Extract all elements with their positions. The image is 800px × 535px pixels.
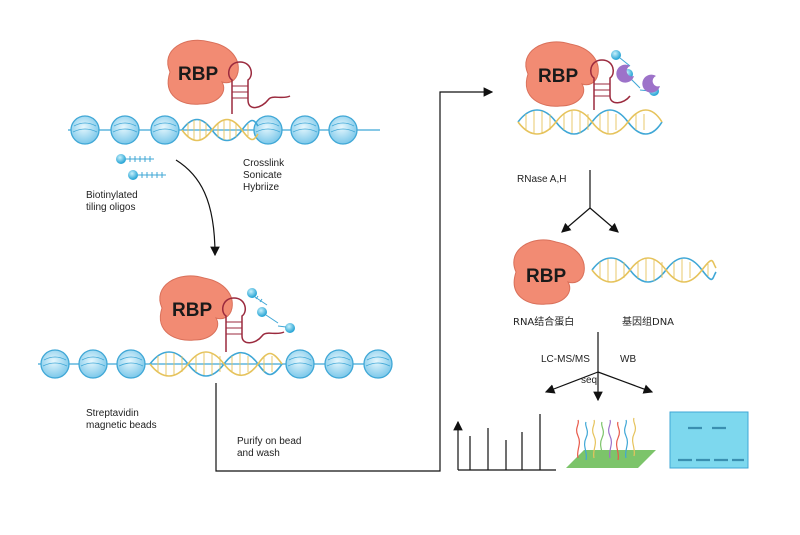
- rna-hairpin-icon: [221, 297, 285, 352]
- nucleosome-icon: [116, 349, 146, 379]
- dna-helix-icon: [591, 257, 717, 283]
- sonicate-label: Sonicate: [243, 170, 282, 181]
- split-arrow: [561, 170, 619, 233]
- seq-label: seq: [581, 375, 597, 386]
- nucleosome-icon: [285, 349, 315, 379]
- step-arrow-1: [175, 159, 220, 257]
- oligo-label-2: tiling oligos: [86, 202, 135, 213]
- rbp-blob-icon: RBP: [525, 41, 599, 107]
- rbp-blob-icon: RBP: [513, 239, 585, 305]
- rbp-label: RBP: [526, 266, 566, 287]
- rbp-label: RBP: [172, 300, 212, 321]
- nucleosome-icon: [78, 349, 108, 379]
- dna-label: 基因组DNA: [622, 315, 674, 328]
- nucleosome-icon: [328, 115, 358, 145]
- streptavidin-bead-icon: [140, 390, 160, 400]
- rbp-label: RBP: [178, 64, 218, 85]
- wb-label: WB: [620, 354, 636, 365]
- rna-hairpin-icon: [227, 61, 291, 114]
- protein-label: RNA结合蛋白: [513, 315, 574, 328]
- beads-label-1: Streptavidin: [86, 408, 139, 419]
- nucleosome-row-1: [70, 115, 358, 145]
- lcms-label: LC-MS/MS: [541, 354, 590, 365]
- sequencing-reads-icon: [566, 417, 656, 468]
- oligo-label-1: Biotinylated: [86, 190, 138, 201]
- method-arrows: [544, 332, 654, 402]
- biotin-oligo-icon: [116, 154, 166, 180]
- step-arrow-2: [215, 87, 494, 472]
- mass-spec-peaks-icon: [453, 414, 556, 471]
- purify-label-2: and wash: [237, 448, 280, 459]
- rbp-label: RBP: [538, 66, 578, 87]
- nucleosome-icon: [253, 115, 283, 145]
- beads-label-2: magnetic beads: [86, 420, 157, 431]
- nucleosome-icon: [40, 349, 70, 379]
- rbp-blob-icon: RBP: [167, 39, 239, 105]
- hybridize-label: Hybriize: [243, 182, 280, 193]
- nucleosome-icon: [110, 115, 140, 145]
- nucleosome-icon: [324, 349, 354, 379]
- western-blot-icon: [669, 411, 749, 469]
- rnase-label: RNase A,H: [517, 174, 566, 185]
- rna-hairpin-icon: [589, 59, 631, 110]
- nucleosome-row-2: [40, 349, 393, 379]
- nucleosome-icon: [150, 115, 180, 145]
- biotin-oligo-icon: [247, 288, 295, 333]
- crosslink-label: Crosslink: [243, 158, 285, 169]
- rbp-blob-icon: RBP: [159, 275, 233, 341]
- streptavidin-bead-icon: [616, 64, 660, 93]
- dna-helix-icon: [517, 109, 663, 135]
- purify-label-1: Purify on bead: [237, 436, 302, 447]
- dna-helix-icon: [181, 118, 259, 142]
- nucleosome-icon: [70, 115, 100, 145]
- nucleosome-icon: [290, 115, 320, 145]
- nucleosome-icon: [363, 349, 393, 379]
- dna-helix-icon: [149, 351, 283, 377]
